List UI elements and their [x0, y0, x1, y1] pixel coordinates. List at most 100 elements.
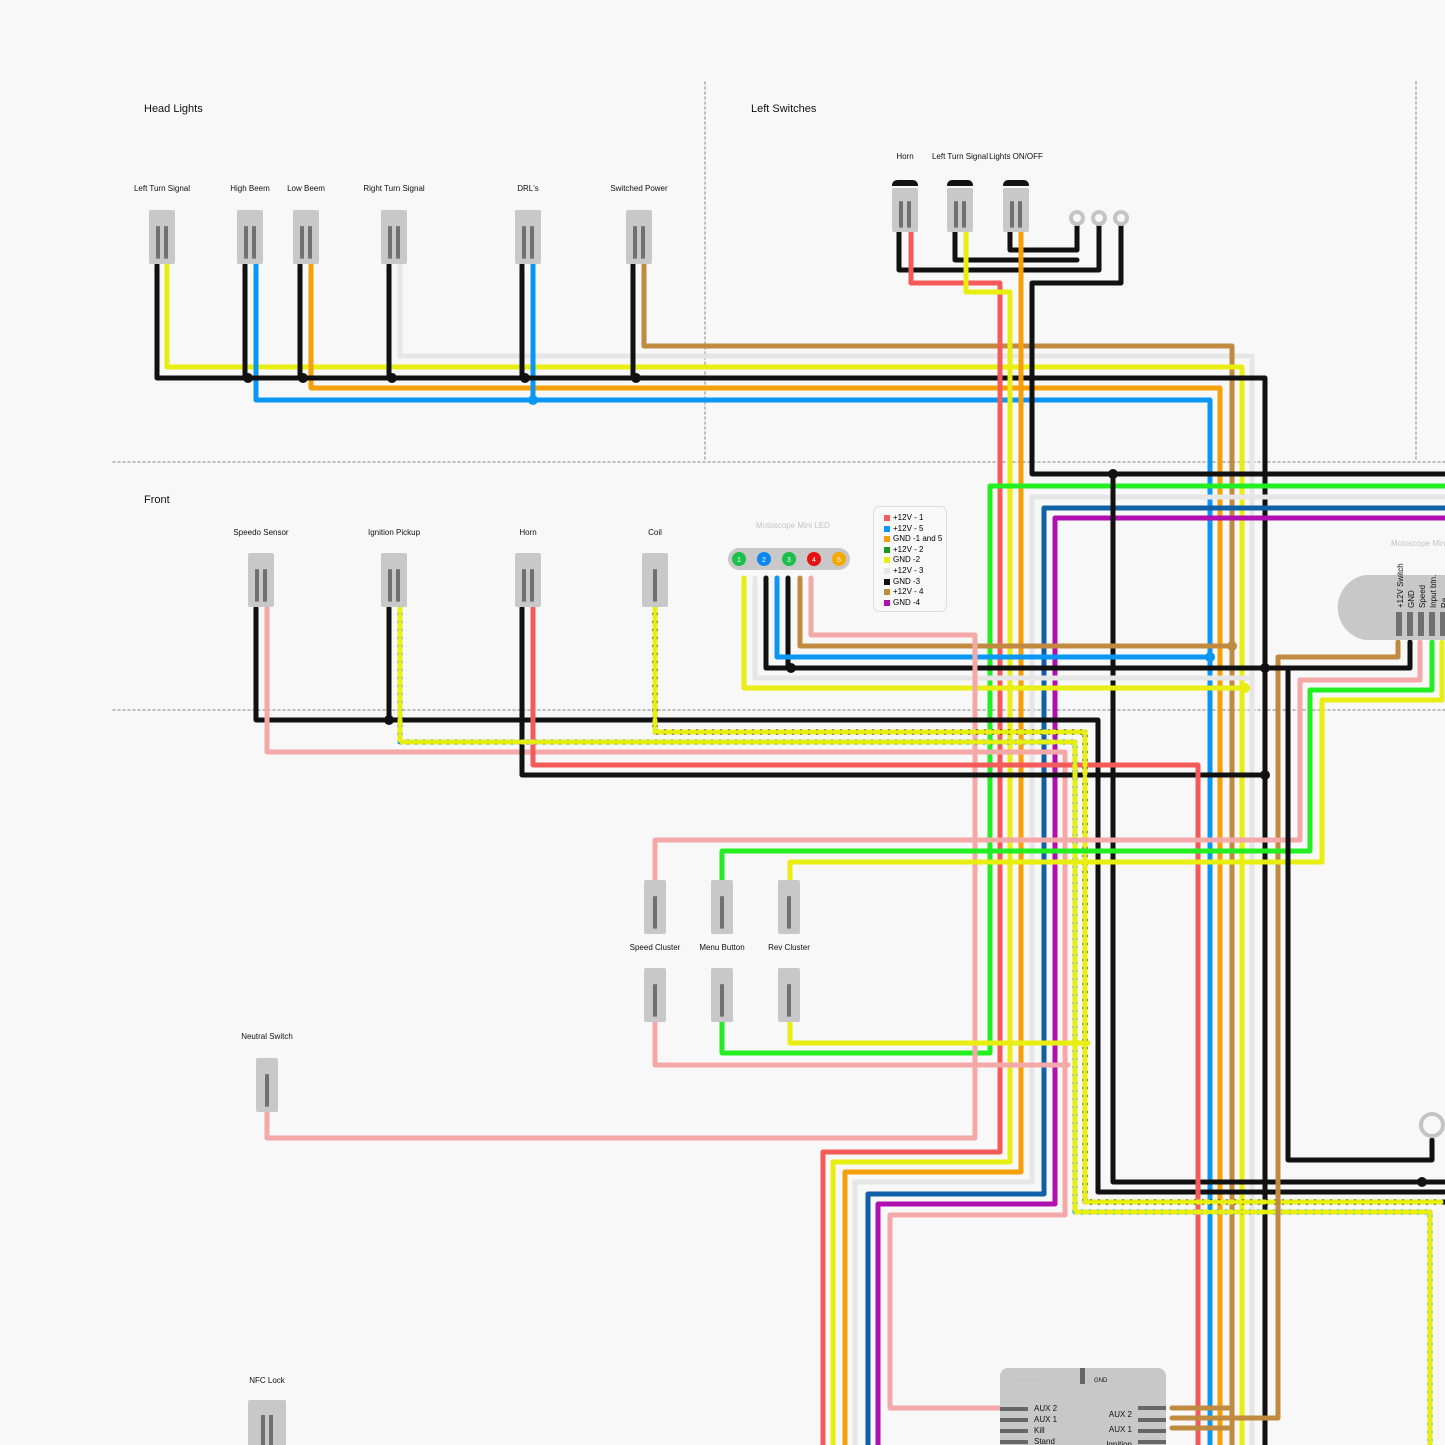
wire-black-ring-right	[1285, 665, 1435, 1163]
cluster-label: Menu Button	[699, 943, 745, 952]
legend-item: +12V - 4	[884, 587, 946, 598]
mo-unit-left-pin: Stand	[1034, 1437, 1055, 1445]
wire-brown-main	[1169, 639, 1401, 1421]
junction-dots	[243, 373, 1427, 1187]
section-dividers	[112, 81, 1445, 711]
legend-label: GND -4	[893, 597, 921, 607]
wire-brown-aux	[1169, 1405, 1235, 1431]
head-light-label: DRL's	[517, 184, 539, 193]
wire-pink-cluster	[652, 1019, 1071, 1068]
connectors	[149, 180, 1029, 1445]
wire-orange-lowbeam	[308, 262, 1223, 1445]
left-switch-label: Horn	[896, 152, 914, 161]
wire-orange-lights-switch	[842, 229, 1024, 1445]
legend-item: +12V - 5	[884, 524, 946, 535]
led-5	[832, 552, 846, 566]
section-title-front: Front	[144, 494, 170, 506]
connector	[248, 553, 274, 607]
connector	[515, 553, 541, 607]
connector	[644, 880, 666, 934]
connector	[381, 210, 407, 264]
led-2	[757, 552, 771, 566]
cluster-label: Speed Cluster	[629, 943, 681, 952]
legend-swatch	[884, 515, 890, 521]
wire-black-vertical	[1110, 471, 1445, 1185]
connector	[711, 968, 733, 1022]
legend-label: GND -3	[893, 576, 921, 586]
wire-yellow-cluster	[787, 1019, 1091, 1046]
legend-swatch	[884, 567, 890, 574]
legend-swatch	[884, 536, 890, 543]
wire-pink-speedo	[264, 605, 1068, 1411]
connector	[293, 210, 319, 264]
legend-label: +12V - 2	[893, 544, 924, 554]
led-number: 1	[737, 557, 741, 564]
led-3	[782, 552, 796, 566]
legend-swatch	[884, 578, 890, 585]
front-connector-label: Horn	[519, 528, 537, 537]
connector	[711, 880, 733, 934]
motoscope-pin-label: Input btn.	[1429, 574, 1438, 608]
mo-unit-title: mo.unit Blue	[1012, 1378, 1040, 1384]
front-connector-label: Speedo Sensor	[233, 528, 289, 537]
head-light-label: Low Beem	[287, 184, 325, 193]
head-light-label: Right Turn Signal	[363, 184, 425, 193]
connector	[1003, 180, 1029, 232]
legend-item: GND -3	[884, 577, 946, 588]
connector	[256, 1058, 278, 1112]
mo-unit-left-pin: AUX 1	[1034, 1415, 1058, 1424]
connector	[248, 1400, 286, 1445]
front-connector-label: Ignition Pickup	[367, 528, 421, 537]
wire-darkblue-bus	[865, 505, 1445, 1445]
wire-black-speedo	[253, 605, 1445, 1195]
wire-blue-highbeam	[253, 262, 1213, 1445]
legend-item: +12V - 2	[884, 545, 946, 556]
head-light-label: Switched Power	[610, 184, 668, 193]
connector	[237, 210, 263, 264]
connector	[149, 210, 175, 264]
led-4	[807, 552, 821, 566]
section-title-head-lights: Head Lights	[144, 103, 203, 115]
motoscope-main-title: Motoscope Mini	[1391, 539, 1445, 548]
motoscope-led-title: Motoscope Mini LED	[756, 521, 830, 530]
legend-swatch	[884, 525, 890, 532]
legend-swatch	[884, 557, 890, 564]
wire-black-main	[1262, 639, 1413, 671]
legend-swatch	[884, 599, 890, 606]
wire-lightgray-rturn	[397, 262, 1255, 1445]
wire-yellow-lturn	[164, 262, 1245, 1445]
wire-brown-led	[797, 575, 1235, 649]
wire-lightgray-led	[752, 575, 1253, 681]
legend-swatch	[884, 589, 890, 596]
connector	[947, 180, 973, 232]
mo-unit-right-pin: AUX 1	[1108, 1425, 1132, 1434]
wire-pink-led	[264, 575, 978, 1141]
mo-unit-right-pin: Ignition	[1106, 1440, 1132, 1445]
wire-coil	[652, 605, 1445, 1205]
connector	[626, 210, 652, 264]
motoscope-pin-label: Speed	[1418, 584, 1427, 608]
nfc-lock-label: NFC Lock	[249, 1376, 285, 1385]
motoscope-pin-label: Re	[1440, 597, 1445, 608]
head-light-label: High Beem	[230, 184, 270, 193]
connector	[381, 553, 407, 607]
left-switch-label: Lights ON/OFF	[989, 152, 1043, 161]
wire-black-led	[763, 575, 1268, 671]
section-title-left-switches: Left Switches	[751, 103, 817, 115]
cluster-label: Rev Cluster	[768, 943, 810, 952]
mo-unit-right-pin: AUX 2	[1108, 1410, 1132, 1419]
wire-black-loop2	[952, 229, 1080, 263]
led-number: 5	[837, 557, 841, 564]
wire-black-ring3	[1029, 222, 1445, 477]
mo-unit-left-pin: Kill	[1034, 1426, 1045, 1435]
connector	[515, 210, 541, 264]
wire-yellow-lturn-switch	[830, 229, 1013, 1445]
motoscope-pin-label: +12V Switch	[1396, 563, 1405, 608]
legend-item: GND -2	[884, 555, 946, 566]
mo-unit-left-pin: AUX 2	[1034, 1404, 1058, 1413]
led-1	[732, 552, 746, 566]
wire-blue-led	[774, 575, 1213, 660]
